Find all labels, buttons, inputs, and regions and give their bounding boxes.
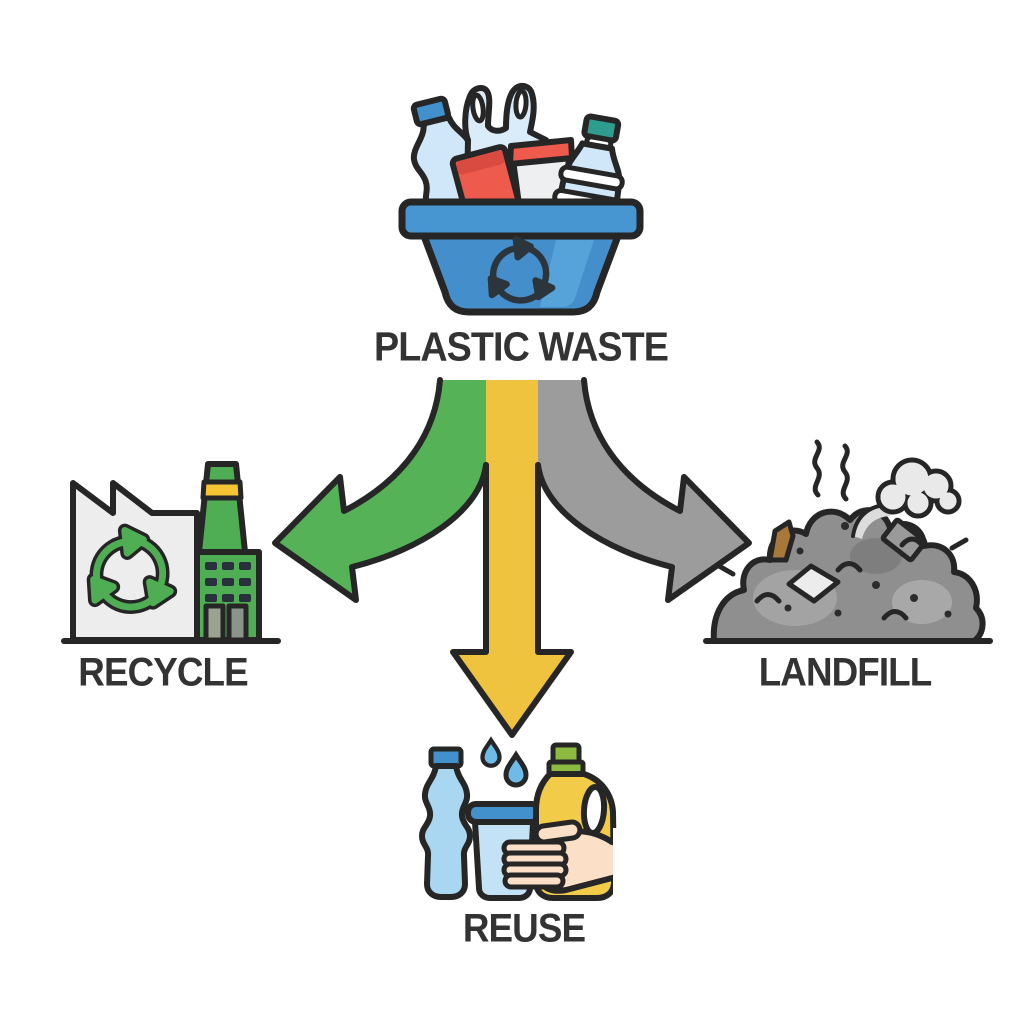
recycle-arrow-outline bbox=[272, 377, 489, 603]
mound-light-patch bbox=[892, 580, 952, 624]
smoke-cloud bbox=[851, 457, 962, 539]
trash-mound bbox=[710, 507, 986, 644]
plastic-waste-label: PLASTIC WASTE bbox=[373, 323, 669, 370]
landfill-icon bbox=[703, 439, 993, 644]
factory-door bbox=[226, 603, 249, 643]
reuse-arrow bbox=[453, 380, 571, 735]
reusable-bottle bbox=[419, 746, 473, 900]
factory-windows bbox=[205, 562, 251, 602]
blue-bin bbox=[398, 198, 644, 315]
mound-dots bbox=[784, 522, 952, 618]
mound-spike bbox=[716, 563, 736, 577]
ridged-bottle-icon bbox=[550, 113, 625, 243]
mound-dark-patch bbox=[850, 538, 902, 574]
reuse-arrow-outline bbox=[450, 462, 574, 738]
wood-debris bbox=[767, 519, 796, 563]
hand-icon bbox=[501, 819, 627, 898]
branch-arrows bbox=[272, 377, 752, 738]
landfill-label: LANDFILL bbox=[758, 650, 932, 695]
recycle-label: RECYCLE bbox=[78, 650, 248, 695]
paper-debris bbox=[786, 563, 841, 604]
reuse-items-icon bbox=[419, 740, 627, 901]
plastic-waste-bin-icon bbox=[398, 83, 644, 315]
water-drop-icon bbox=[483, 740, 500, 766]
factory-door bbox=[203, 603, 226, 643]
heat-squiggle bbox=[812, 439, 822, 498]
water-drop-icon bbox=[506, 755, 526, 785]
mound-bump-lines bbox=[754, 536, 925, 621]
recycling-factory-icon bbox=[61, 461, 281, 644]
factory-chimney bbox=[196, 461, 248, 555]
reuse-label: REUSE bbox=[462, 906, 586, 951]
factory-building bbox=[70, 480, 200, 643]
mound-spike bbox=[949, 537, 969, 551]
landfill-arrow-outline bbox=[535, 377, 752, 603]
chimney-band bbox=[200, 479, 244, 501]
heat-squiggle bbox=[840, 443, 850, 502]
